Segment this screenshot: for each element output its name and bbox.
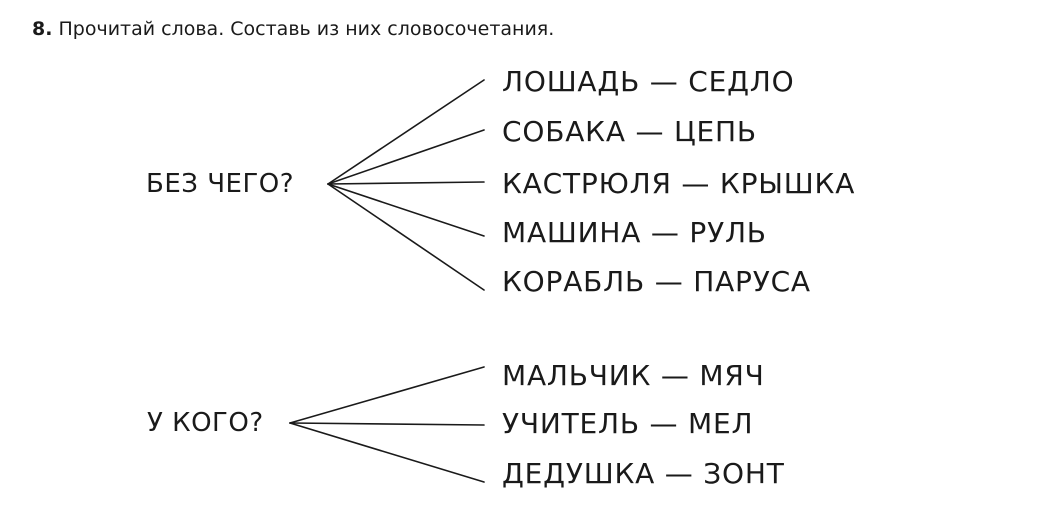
question-label: БЕЗ ЧЕГО?: [146, 169, 295, 199]
connector-line: [327, 183, 485, 237]
word-pair: ДЕДУШКА — ЗОНТ: [502, 457, 785, 490]
connector-line: [327, 183, 485, 291]
exercise-instruction: Прочитай слова. Составь из них словосоче…: [58, 18, 555, 40]
connector-line: [289, 422, 485, 426]
word-pair: ЛОШАДЬ — СЕДЛО: [502, 65, 795, 98]
word-pair: КАСТРЮЛЯ — КРЫШКА: [502, 167, 856, 200]
connector-line: [327, 79, 485, 185]
connector-line: [289, 366, 485, 424]
word-pair: КОРАБЛЬ — ПАРУСА: [502, 265, 811, 298]
connector-line: [327, 181, 485, 185]
word-pair: УЧИТЕЛЬ — МЕЛ: [502, 407, 754, 440]
connector-line: [289, 422, 485, 483]
exercise-number: 8.: [32, 18, 53, 40]
word-pair: МАШИНА — РУЛЬ: [502, 216, 767, 249]
exercise-header: 8. Прочитай слова. Составь из них словос…: [32, 18, 554, 40]
question-label: У КОГО?: [147, 408, 264, 438]
connector-line: [327, 129, 485, 185]
word-pair: СОБАКА — ЦЕПЬ: [502, 115, 757, 148]
word-pair: МАЛЬЧИК — МЯЧ: [502, 359, 765, 392]
